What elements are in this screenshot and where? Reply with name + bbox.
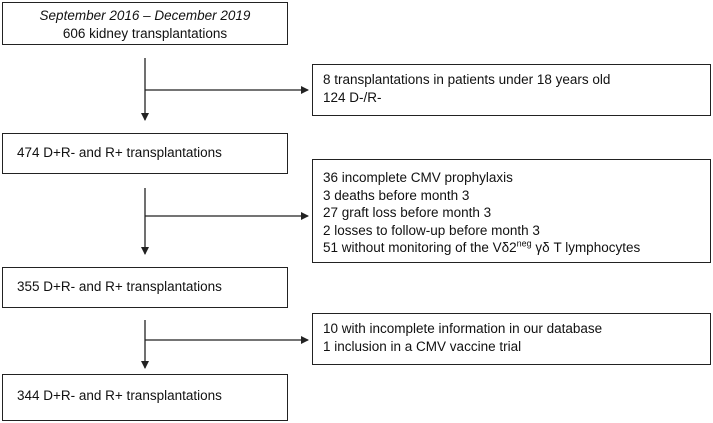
cohort-box: September 2016 – December 2019 606 kidne… <box>2 2 288 45</box>
count-label: 355 D+R- and R+ transplantations <box>17 279 222 294</box>
exclusion-item: 2 losses to follow-up before month 3 <box>323 222 540 238</box>
count-box-344: 344 D+R- and R+ transplantations <box>2 374 288 421</box>
count-label: 474 D+R- and R+ transplantations <box>17 145 222 160</box>
study-period: September 2016 – December 2019 <box>39 8 251 23</box>
exclusion-item: 1 inclusion in a CMV vaccine trial <box>323 338 522 354</box>
exclusion-box-1: 8 transplantations in patients under 18 … <box>312 64 711 116</box>
exclusion-item: 3 deaths before month 3 <box>323 187 470 203</box>
exclusion-item: 10 with incomplete information in our da… <box>323 321 603 336</box>
monitoring-suffix: γδ T lymphocytes <box>531 240 641 255</box>
exclusion-item: 8 transplantations in patients under 18 … <box>323 72 611 87</box>
count-box-355: 355 D+R- and R+ transplantations <box>2 267 288 308</box>
cohort-total: 606 kidney transplantations <box>62 25 228 41</box>
monitoring-prefix: 51 without monitoring of the Vδ2 <box>323 240 517 255</box>
exclusion-box-2: 36 incomplete CMV prophylaxis 3 deaths b… <box>312 159 711 263</box>
exclusion-box-3: 10 with incomplete information in our da… <box>312 313 711 365</box>
count-box-474: 474 D+R- and R+ transplantations <box>2 133 288 174</box>
exclusion-item-monitoring: 51 without monitoring of the Vδ2neg γδ T… <box>323 239 710 257</box>
exclusion-item: 36 incomplete CMV prophylaxis <box>323 170 513 185</box>
count-label: 344 D+R- and R+ transplantations <box>17 388 222 403</box>
neg-superscript: neg <box>516 238 532 249</box>
exclusion-item: 124 D-/R- <box>323 89 382 105</box>
exclusion-item: 27 graft loss before month 3 <box>323 205 492 220</box>
